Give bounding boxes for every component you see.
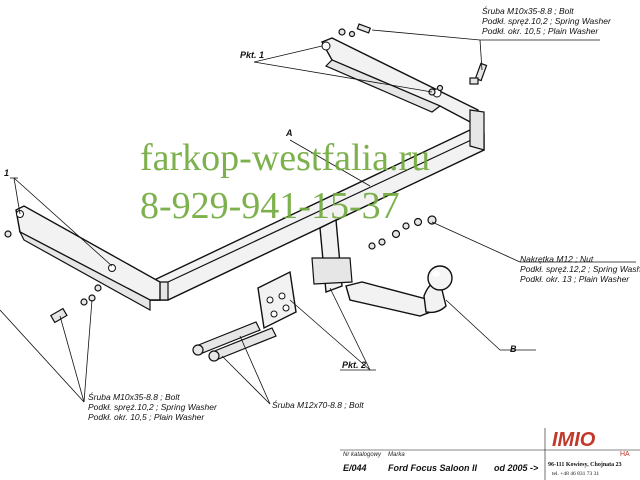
vehicle-year: od 2005 -> — [494, 463, 539, 473]
label-left-bottom-2: Podkł. spręż.10,2 ; Spring Washer — [88, 402, 218, 412]
leader-lines — [0, 29, 636, 405]
imiola-logo: IMIO — [552, 429, 596, 451]
label-pkt1: Pkt. 1 — [240, 50, 264, 60]
company-address: 96-111 Kowiesy, Chojnata 23 — [548, 462, 622, 468]
crossbar-part-a — [149, 109, 485, 301]
footer: Nr katalogowy Marka E/044 Ford Focus Sal… — [340, 428, 640, 480]
catalog-label: Nr katalogowy — [343, 452, 382, 458]
label-top-right-2: Podkł. spręż.10,2 ; Spring Washer — [482, 16, 612, 26]
m12-bolts — [192, 321, 277, 362]
logo-tail: HA — [620, 451, 630, 458]
label-right-2: Podkł. spręż.12,2 ; Spring Washer — [520, 264, 640, 274]
towball-part-b — [345, 265, 453, 317]
watermark-phone: 8-929-941-15-37 — [140, 185, 400, 227]
label-part-a: A — [285, 128, 293, 138]
watermark-site: farkop-westfalia.ru — [140, 137, 430, 179]
label-right-3: Podkł. okr. 13 ; Plain Washer — [520, 274, 630, 284]
label-top-right-3: Podkł. okr. 10,5 ; Plain Washer — [482, 26, 599, 36]
label-pkt2: Pkt. 2 — [342, 360, 366, 370]
label-right-1: Nakrętka M12 ; Nut — [520, 254, 594, 264]
label-left-bottom-3: Podkł. okr. 10,5 ; Plain Washer — [88, 412, 205, 422]
label-bolt-m12: Śruba M12x70-8.8 ; Bolt — [272, 399, 364, 410]
left-bracket — [15, 205, 161, 312]
marka-label: Marka — [388, 452, 405, 458]
company-phone: tel. +48 46 831 73 31 — [552, 471, 599, 477]
mount-plate — [311, 218, 353, 293]
label-part-b: B — [510, 344, 517, 354]
right-nuts — [368, 215, 437, 250]
label-pkt1-left: 1 — [4, 168, 9, 178]
top-bolts — [338, 23, 488, 96]
socket-plate — [257, 270, 297, 330]
label-top-right-1: Śruba M10x35-8.8 ; Bolt — [482, 5, 574, 16]
vehicle-model: Ford Focus Saloon II — [388, 463, 478, 473]
catalog-number: E/044 — [343, 463, 367, 473]
right-bracket — [321, 37, 479, 126]
label-left-bottom-1: Śruba M10x35-8.8 ; Bolt — [88, 391, 180, 402]
